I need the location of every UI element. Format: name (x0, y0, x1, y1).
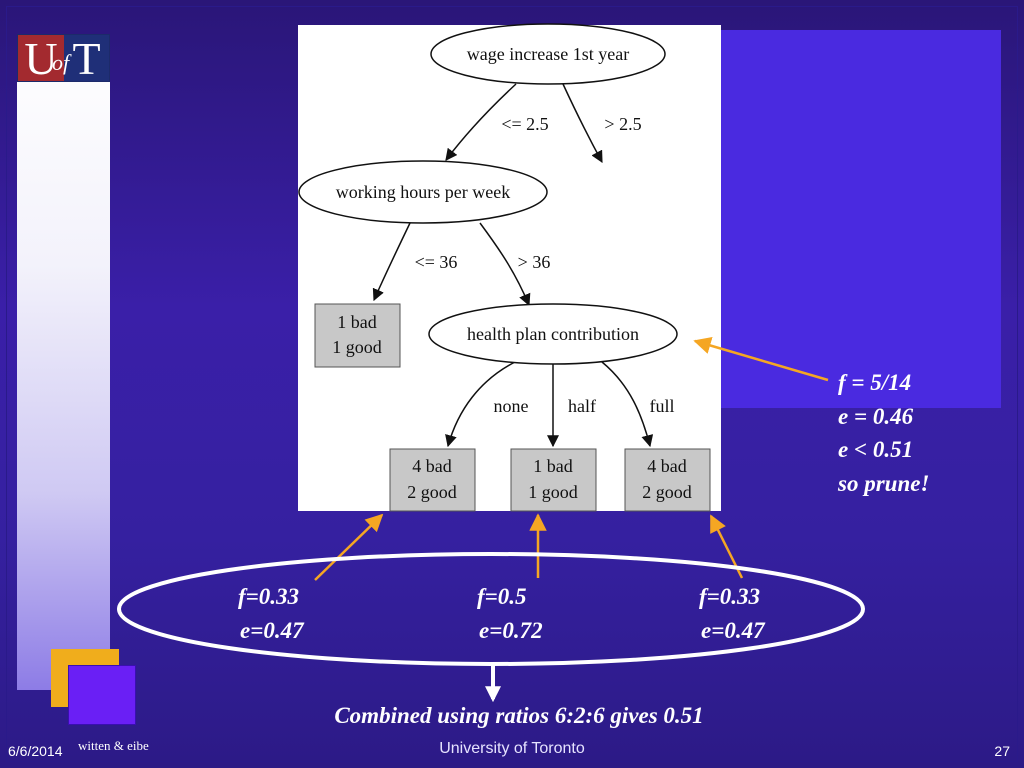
logo-u: U of (18, 33, 69, 84)
edge-label-half: half (568, 396, 596, 416)
leaf-half-stats-e: e=0.72 (479, 618, 543, 643)
edge-label-full: full (650, 396, 675, 416)
node-health-plan-label: health plan contribution (467, 324, 639, 344)
leaf-half: 1 bad 1 good (510, 448, 597, 512)
leaf-full-stats-f: f=0.33 (699, 584, 760, 609)
edge-hours-left (372, 222, 411, 302)
leaf-half-stats-f: f=0.5 (477, 584, 527, 609)
decor-purple-square (68, 665, 136, 725)
arrow-parent-annotation (693, 337, 829, 382)
leaf-full-stats-e: e=0.47 (701, 618, 766, 643)
parent-annotation-line1: f = 5/14 (838, 370, 911, 395)
node-health-plan: health plan contribution (428, 303, 678, 365)
leaf-half-line2: 1 good (528, 482, 578, 502)
combined-result-text: Combined using ratios 6:2:6 gives 0.51 (334, 703, 703, 728)
tree-diagram-panel (298, 25, 721, 511)
footer-author: witten & eibe (78, 738, 149, 753)
leaf-full: 4 bad 2 good (624, 448, 711, 512)
parent-annotation-line3: e < 0.51 (838, 437, 913, 462)
leaf-none: 4 bad 2 good (389, 448, 476, 512)
edge-root-left (445, 83, 517, 161)
edge-label-hours-left: <= 36 (415, 252, 458, 272)
edge-health-full (601, 361, 654, 448)
leaf-stats-ellipse (117, 552, 865, 666)
logo-of: of (52, 50, 70, 75)
parent-annotation: f = 5/14 e = 0.46 e < 0.51 so prune! (837, 370, 929, 496)
leaf-hours-short: 1 bad 1 good (314, 303, 401, 368)
footer-page-number: 27 (994, 743, 1010, 759)
logo-u-letter: U (24, 33, 58, 84)
leaf-half-stats: f=0.5 e=0.72 (477, 584, 543, 643)
leaf-none-line2: 2 good (407, 482, 457, 502)
arrow-leaf-none-annotation (314, 513, 384, 581)
leaf-full-line1: 4 bad (647, 456, 687, 476)
logo-t: T (64, 35, 109, 83)
node-working-hours-label: working hours per week (336, 182, 510, 202)
leaf-none-stats-e: e=0.47 (240, 618, 305, 643)
parent-annotation-line2: e = 0.46 (838, 404, 914, 429)
node-wage-increase-label: wage increase 1st year (467, 44, 629, 64)
left-gradient-bar (17, 36, 110, 690)
background-block (721, 30, 1001, 408)
leaf-half-line1: 1 bad (533, 456, 573, 476)
edge-label-root-left: <= 2.5 (501, 114, 548, 134)
leaf-none-stats-f: f=0.33 (238, 584, 299, 609)
node-working-hours: working hours per week (298, 160, 548, 224)
leaf-full-line2: 2 good (642, 482, 692, 502)
edge-root-right (562, 83, 603, 164)
edge-label-none: none (494, 396, 529, 416)
leaf-none-line1: 4 bad (412, 456, 452, 476)
footer-date: 6/6/2014 (8, 743, 63, 759)
edge-hours-right (479, 222, 531, 307)
edge-health-none (445, 361, 516, 448)
edge-label-root-right: > 2.5 (604, 114, 641, 134)
leaf-hours-short-line1: 1 bad (337, 312, 377, 332)
node-wage-increase: wage increase 1st year (430, 23, 666, 85)
edge-label-hours-right: > 36 (518, 252, 551, 272)
leaf-hours-short-line2: 1 good (332, 337, 382, 357)
leaf-full-stats: f=0.33 e=0.47 (699, 584, 766, 643)
parent-annotation-line4: so prune! (837, 471, 929, 496)
footer-university: University of Toronto (439, 740, 585, 757)
uoft-logo: U of T (17, 33, 110, 84)
leaf-none-stats: f=0.33 e=0.47 (238, 584, 305, 643)
